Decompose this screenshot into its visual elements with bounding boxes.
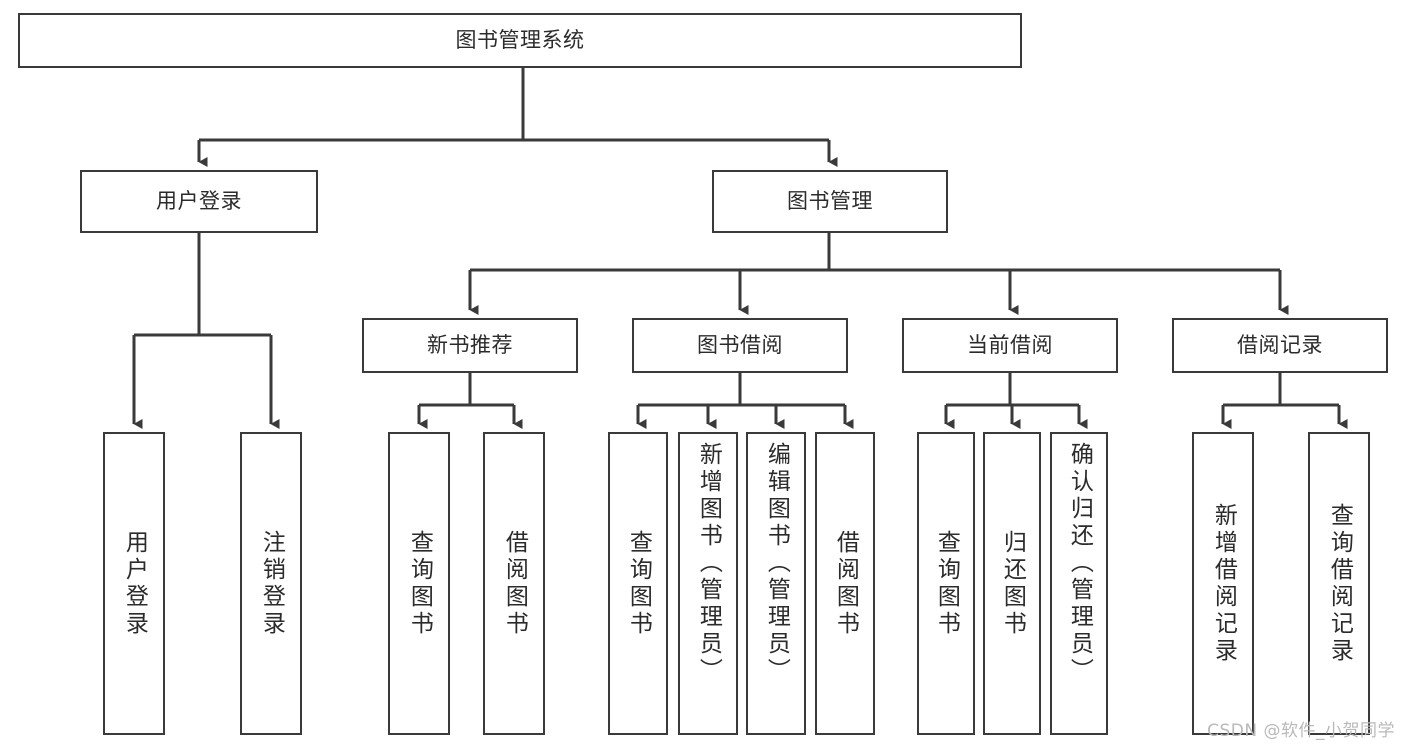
- node-leaf-borrow-book[interactable]: 借阅图书: [815, 432, 875, 735]
- node-label: 新增图书（管理员）: [695, 442, 722, 685]
- node-leaf-return-book[interactable]: 归还图书: [983, 432, 1041, 735]
- node-leaf-query-borrow-record[interactable]: 查询借阅记录: [1308, 432, 1370, 735]
- node-label: 当前借阅: [967, 332, 1053, 357]
- node-borrow-records[interactable]: 借阅记录: [1172, 318, 1388, 373]
- node-label: 图书管理: [787, 188, 873, 213]
- node-root-system[interactable]: 图书管理系统: [18, 13, 1022, 68]
- node-label: 新增借阅记录: [1210, 502, 1237, 665]
- node-new-book-recommend[interactable]: 新书推荐: [362, 318, 578, 373]
- node-label: 查询借阅记录: [1326, 502, 1353, 665]
- node-leaf-borrow-book-newbook[interactable]: 借阅图书: [483, 432, 545, 735]
- node-leaf-user-logout[interactable]: 注销登录: [240, 432, 302, 735]
- node-leaf-edit-book-admin[interactable]: 编辑图书（管理员）: [746, 432, 806, 735]
- node-label: 查询图书: [625, 529, 652, 638]
- watermark-label: CSDN @软件_小贺同学: [1207, 721, 1395, 741]
- node-label: 借阅图书: [501, 529, 528, 638]
- node-leaf-add-book-admin[interactable]: 新增图书（管理员）: [678, 432, 738, 735]
- node-label: 确认归还（管理员）: [1066, 442, 1093, 685]
- node-book-management[interactable]: 图书管理: [712, 170, 948, 233]
- node-leaf-add-borrow-record[interactable]: 新增借阅记录: [1192, 432, 1254, 735]
- node-label: 查询图书: [933, 529, 960, 638]
- node-label: 新书推荐: [427, 332, 513, 357]
- node-label: 图书管理系统: [455, 27, 585, 52]
- node-label: 图书借阅: [697, 332, 783, 357]
- node-leaf-confirm-return-admin[interactable]: 确认归还（管理员）: [1050, 432, 1108, 735]
- node-label: 用户登录: [156, 188, 242, 213]
- node-label: 查询图书: [406, 529, 433, 638]
- node-label: 编辑图书（管理员）: [763, 442, 790, 685]
- node-leaf-query-book-newbook[interactable]: 查询图书: [388, 432, 450, 735]
- node-book-borrow[interactable]: 图书借阅: [632, 318, 848, 373]
- node-label: 借阅记录: [1237, 332, 1323, 357]
- node-leaf-query-book-current[interactable]: 查询图书: [917, 432, 975, 735]
- node-label: 归还图书: [999, 529, 1026, 638]
- node-leaf-query-book-borrow[interactable]: 查询图书: [608, 432, 668, 735]
- node-label: 用户登录: [121, 529, 148, 638]
- node-leaf-user-login[interactable]: 用户登录: [103, 432, 165, 735]
- node-label: 注销登录: [258, 529, 285, 638]
- node-label: 借阅图书: [832, 529, 859, 638]
- node-user-login[interactable]: 用户登录: [80, 170, 318, 233]
- node-current-borrow[interactable]: 当前借阅: [902, 318, 1118, 373]
